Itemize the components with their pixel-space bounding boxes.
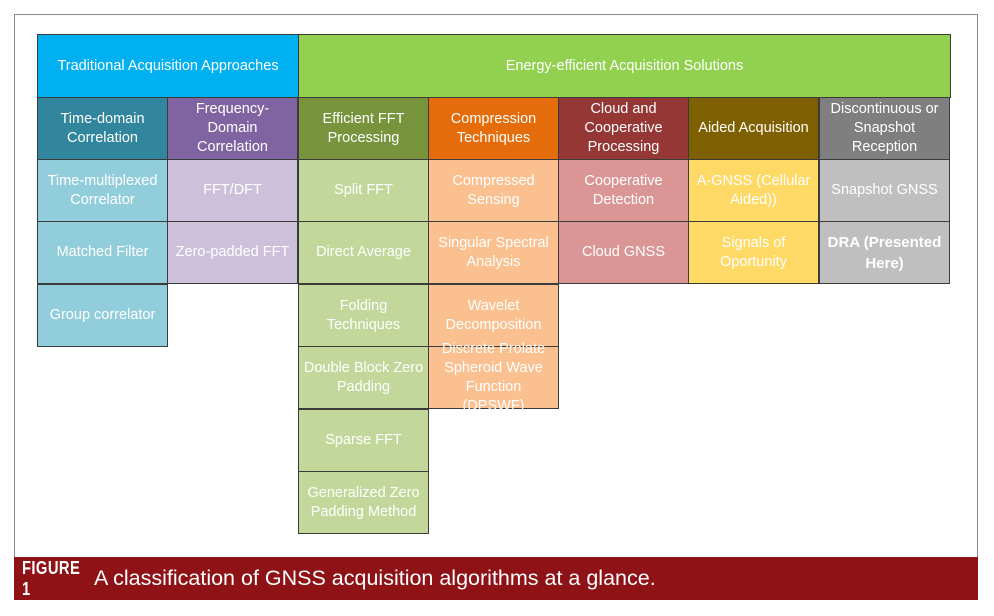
method-cell-time-domain-2: Matched Filter bbox=[37, 221, 168, 284]
column-header-cloud-cooperative: Cloud and Cooperative Processing bbox=[558, 97, 689, 160]
method-cell-efficient-fft-1: Split FFT bbox=[298, 159, 429, 222]
method-cell-aided-1: A-GNSS (Cellular Aided)) bbox=[688, 159, 819, 222]
method-cell-cloud-cooperative-1: Cooperative Detection bbox=[558, 159, 689, 222]
method-cell-efficient-fft-6: Generalized Zero Padding Method bbox=[298, 471, 429, 534]
column-header-time-domain: Time-domain Correlation bbox=[37, 97, 168, 160]
method-cell-aided-2: Signals of Oportunity bbox=[688, 221, 819, 284]
method-cell-efficient-fft-5: Sparse FFT bbox=[298, 409, 429, 472]
header-traditional: Traditional Acquisition Approaches bbox=[37, 34, 299, 98]
method-cell-efficient-fft-4: Double Block Zero Padding bbox=[298, 346, 429, 409]
method-cell-time-domain-3: Group correlator bbox=[37, 284, 168, 347]
column-header-frequency-domain: Frequency- Domain Correlation bbox=[167, 97, 298, 160]
method-cell-discontinuous-2: DRA (Presented Here) bbox=[819, 221, 950, 284]
method-cell-compression-4: Discrete Prolate Spheroid Wave Function … bbox=[428, 341, 559, 414]
column-header-efficient-fft: Efficient FFT Processing bbox=[298, 97, 429, 160]
caption-text: A classification of GNSS acquisition alg… bbox=[94, 566, 656, 590]
figure-caption: FIGURE 1 A classification of GNSS acquis… bbox=[14, 557, 978, 600]
column-header-aided: Aided Acquisition bbox=[688, 97, 819, 160]
caption-label: FIGURE 1 bbox=[22, 557, 81, 599]
column-header-discontinuous: Discontinuous or Snapshot Reception bbox=[819, 97, 950, 160]
method-cell-frequency-domain-2: Zero-padded FFT bbox=[167, 221, 298, 284]
header-energy-efficient: Energy-efficient Acquisition Solutions bbox=[298, 34, 951, 98]
method-cell-compression-1: Compressed Sensing bbox=[428, 159, 559, 222]
method-cell-efficient-fft-2: Direct Average bbox=[298, 221, 429, 284]
method-cell-cloud-cooperative-2: Cloud GNSS bbox=[558, 221, 689, 284]
method-cell-compression-3: Wavelet Decomposition bbox=[428, 284, 559, 347]
column-header-compression: Compression Techniques bbox=[428, 97, 559, 160]
method-cell-compression-2: Singular Spectral Analysis bbox=[428, 221, 559, 284]
method-cell-discontinuous-1: Snapshot GNSS bbox=[819, 159, 950, 222]
method-cell-efficient-fft-3: Folding Techniques bbox=[298, 284, 429, 347]
method-cell-frequency-domain-1: FFT/DFT bbox=[167, 159, 298, 222]
method-cell-time-domain-1: Time-multiplexed Correlator bbox=[37, 159, 168, 222]
